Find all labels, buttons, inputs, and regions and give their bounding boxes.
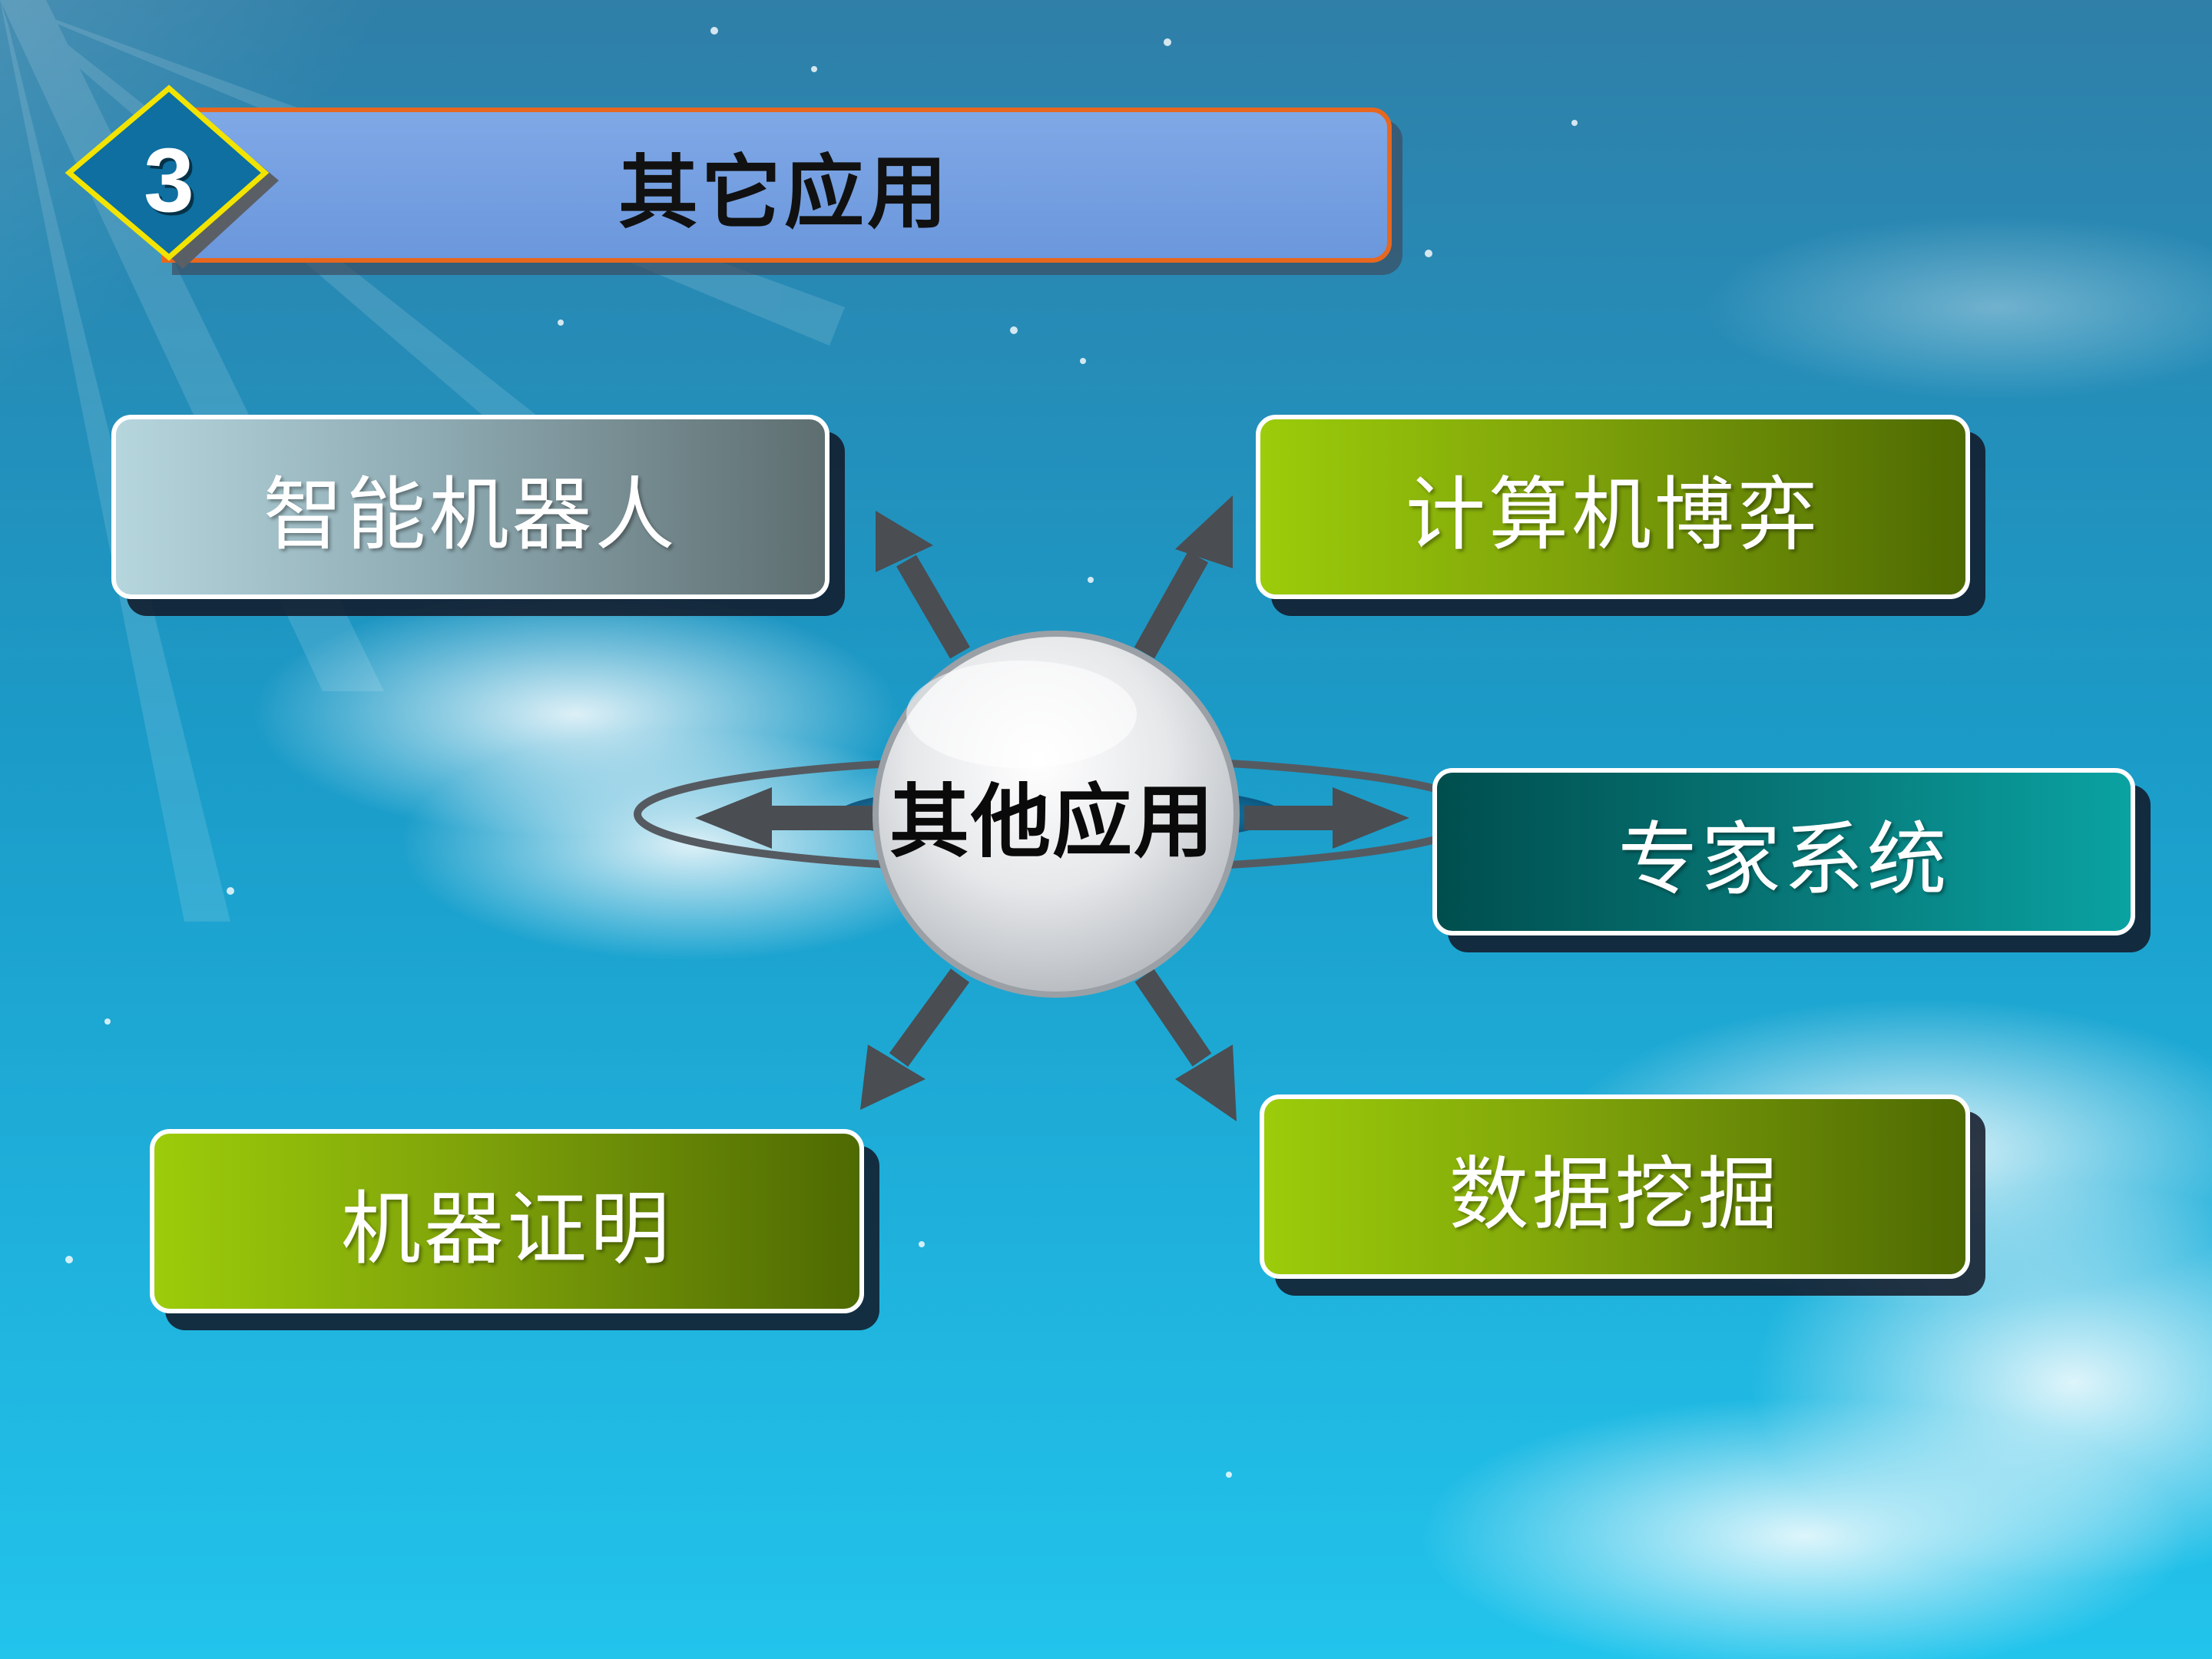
section-number-badge: 3 <box>58 77 280 284</box>
section-number: 3 <box>144 130 194 231</box>
node-machine-proof: 机器证明 <box>150 1129 864 1313</box>
node-computer-game: 计算机博弈 <box>1256 415 1970 599</box>
arrow-left <box>695 787 876 849</box>
arrow-to-game <box>1134 495 1233 659</box>
arrow-to-expert <box>1244 787 1409 849</box>
arrow-to-mining <box>1134 969 1237 1121</box>
title-bar: 其它应用 <box>161 108 1392 263</box>
slide-title: 其它应用 <box>618 145 950 240</box>
diamond-icon <box>65 84 279 269</box>
arrow-to-robot <box>876 511 970 659</box>
arrow-to-proof <box>860 969 970 1110</box>
hub-label: 其他应用 <box>889 774 1215 869</box>
node-expert-system: 专家系统 <box>1432 768 2135 935</box>
hub-highlight <box>906 661 1137 768</box>
node-intelligent-robot: 智能机器人 <box>111 415 830 599</box>
node-data-mining: 数据挖掘 <box>1260 1094 1970 1279</box>
